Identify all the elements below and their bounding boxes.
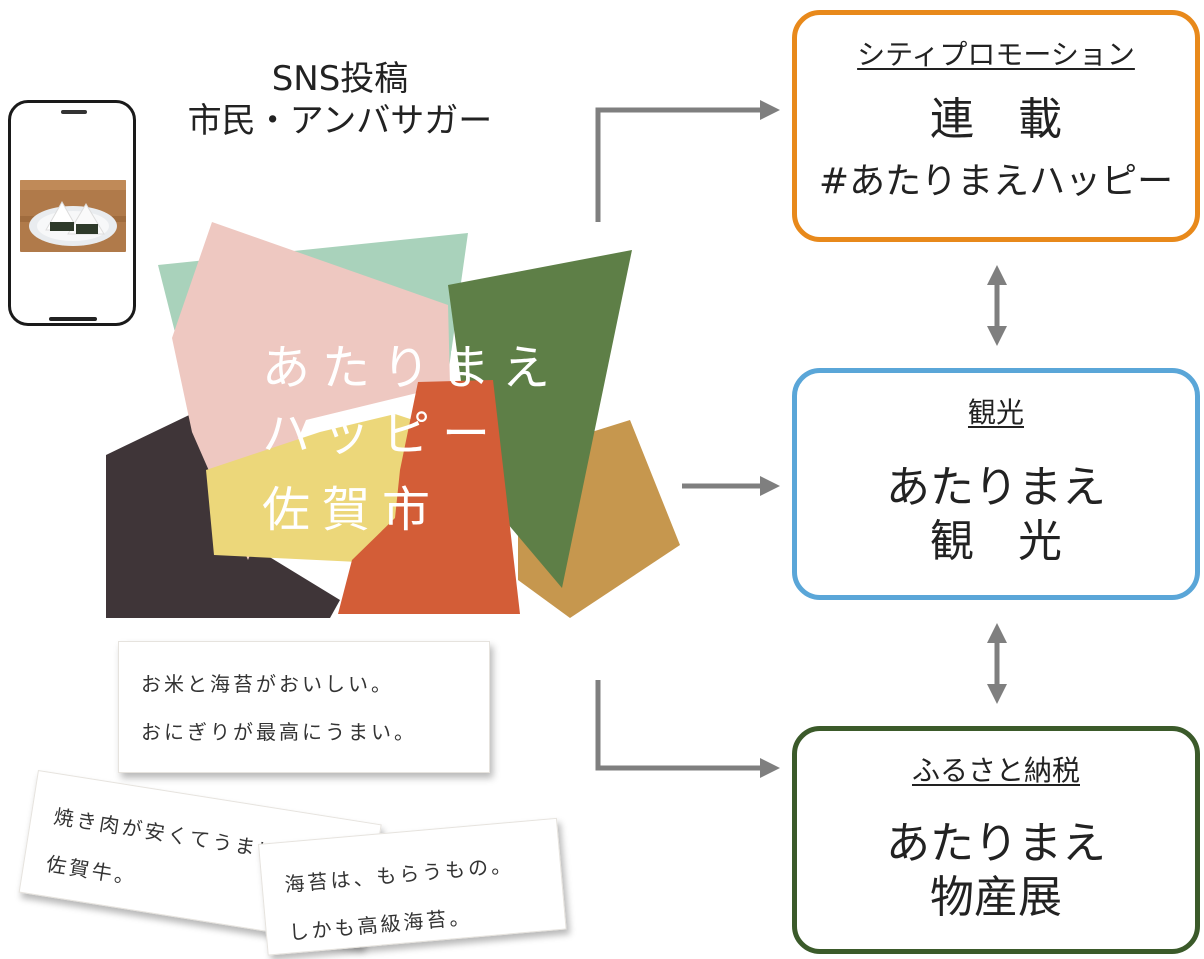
onigiri-photo — [20, 180, 126, 252]
logo-text-line1: あたりまえ — [262, 340, 563, 396]
hashtag-text: #あたりまえハッピー — [818, 161, 1174, 202]
tourism-title-line1: あたりまえ — [886, 462, 1106, 513]
sns-title-line2: 市民・アンバサガー — [187, 101, 493, 141]
sns-post-title: SNS投稿 市民・アンバサガー — [150, 58, 530, 142]
card-line: お米と海苔がおいしい。 — [141, 672, 394, 696]
logo-graphic — [106, 222, 680, 618]
furusato-tax-box: ふるさと納税 あたりまえ 物産展 — [792, 726, 1200, 954]
smartphone-icon — [8, 100, 136, 326]
logo-text-line3: 佐賀市 — [262, 482, 443, 538]
furusato-label: ふるさと納税 — [911, 754, 1080, 787]
sns-title-line1: SNS投稿 — [271, 59, 409, 99]
arrow-to-promo — [595, 100, 780, 222]
logo-text-line2: ハッピー — [262, 406, 503, 462]
card-line: おにぎりが最高にうまい。 — [141, 720, 417, 744]
tourism-label: 観光 — [967, 396, 1024, 429]
phone-speaker — [61, 110, 87, 114]
logo-shape-orange — [338, 380, 520, 614]
furusato-title-line1: あたりまえ — [886, 818, 1106, 869]
city-promotion-box: シティプロモーション 連 載 #あたりまえハッピー — [792, 10, 1200, 242]
comment-card: お米と海苔がおいしい。 おにぎりが最高にうまい。 — [118, 641, 490, 773]
tourism-box: 観光 あたりまえ 観 光 — [792, 368, 1200, 600]
tourism-title-line2: 観 光 — [930, 516, 1062, 567]
serial-title: 連 載 — [930, 94, 1062, 145]
arrow-to-furusato — [595, 680, 780, 778]
furusato-title-line2: 物産展 — [930, 872, 1062, 923]
connectors — [595, 100, 1007, 778]
phone-home-bar — [49, 317, 97, 321]
city-promotion-label: シティプロモーション — [857, 38, 1135, 71]
